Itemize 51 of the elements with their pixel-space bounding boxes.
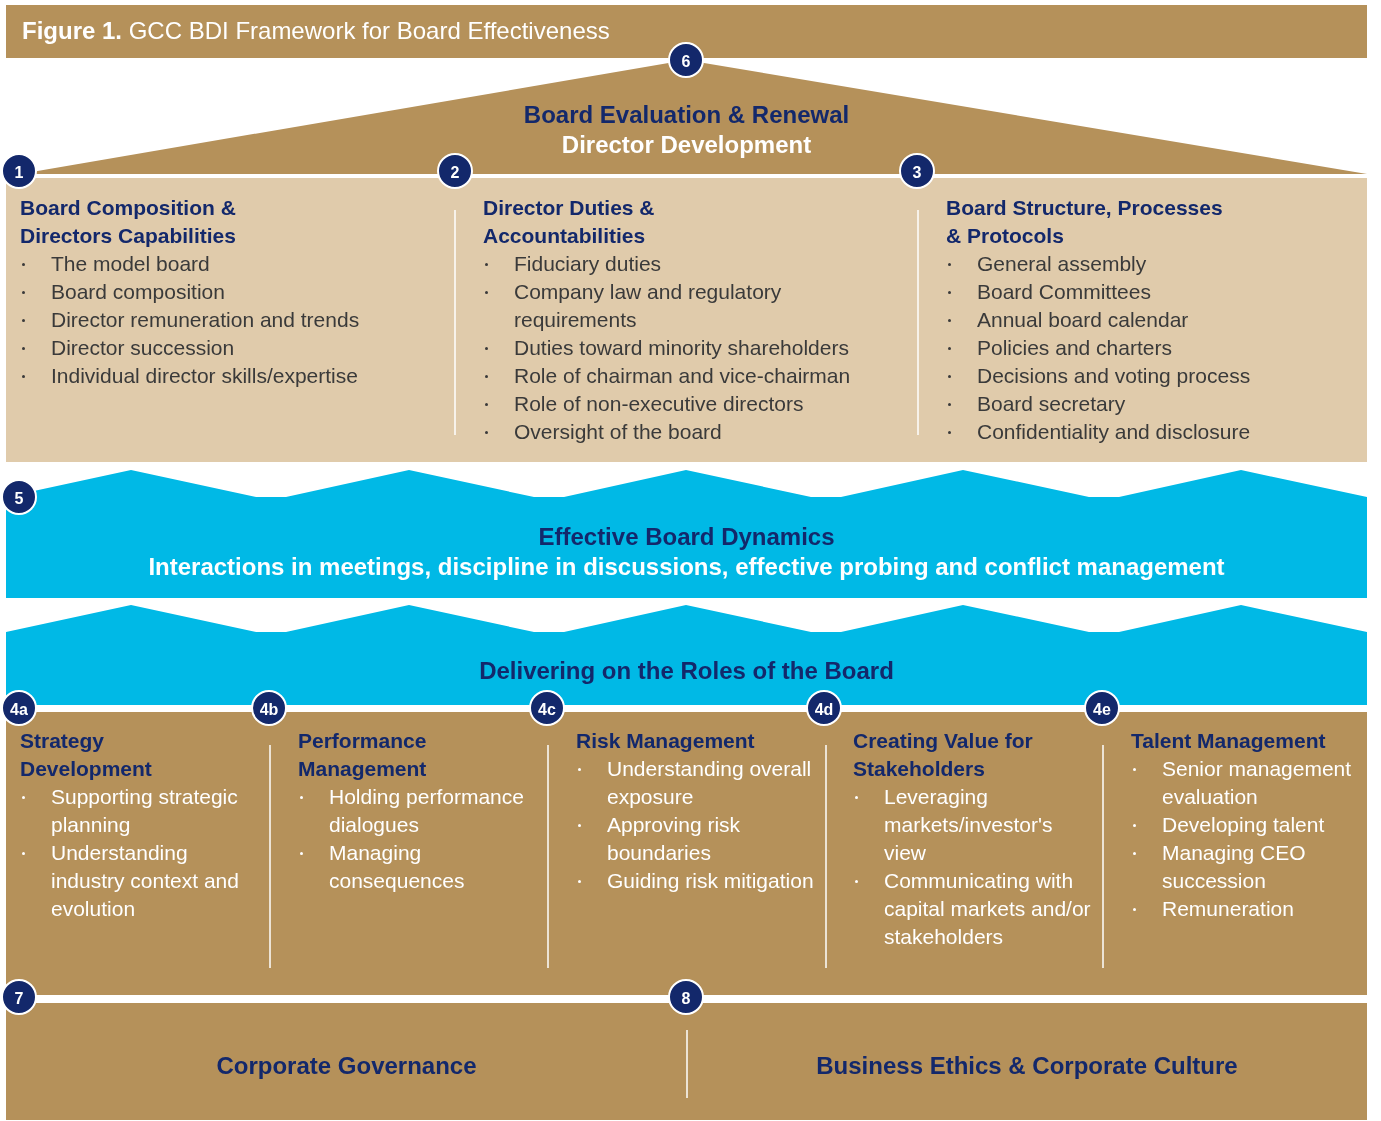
column-heading: Strategy Development	[20, 728, 153, 782]
column-heading: Creating Value for Stakeholders	[853, 728, 1034, 782]
column-heading: Board Composition & Directors Capabilities	[20, 195, 237, 249]
bullet-item: Guiding risk mitigation	[576, 867, 821, 895]
bullet-item: Board composition	[20, 278, 445, 306]
bullet-item: Board secretary	[946, 390, 1361, 418]
foundation-text: Business Ethics & Corporate Culture	[815, 1051, 1239, 1081]
bullet-item: Understanding overall exposure	[576, 755, 821, 811]
bullet-item: Individual director skills/expertise	[20, 362, 445, 390]
bullet-item: Holding performance dialogues	[298, 783, 543, 839]
roof-text: Director Development	[560, 130, 813, 160]
band-text: Interactions in meetings, discipline in discussions, effective probing and conflict management	[147, 552, 1226, 582]
bullet-item: General assembly	[946, 250, 1361, 278]
band-heading: Effective Board Dynamics	[537, 522, 836, 552]
bullet-item: The model board	[20, 250, 445, 278]
foundation-text: Corporate Governance	[215, 1051, 478, 1081]
column-heading: Director Duties & Accountabilities	[483, 195, 656, 249]
bullet-item: Senior management evaluation	[1131, 755, 1363, 811]
bullet-item: Annual board calendar	[946, 306, 1361, 334]
bullet-item: Leveraging markets/investor's view	[853, 783, 1098, 867]
bullet-item: Confidentiality and disclosure	[946, 418, 1361, 446]
column-heading: Talent Management	[1131, 728, 1327, 754]
bullet-item: Role of chairman and vice-chairman	[483, 362, 908, 390]
bullet-item: Understanding industry context and evolution	[20, 839, 265, 923]
bullet-item: Remuneration	[1131, 895, 1363, 923]
bullet-item: Managing CEO succession	[1131, 839, 1363, 895]
bullet-item: Developing talent	[1131, 811, 1363, 839]
bullet-item: Supporting strategic planning	[20, 783, 265, 839]
roof-text: Board Evaluation & Renewal	[522, 100, 851, 130]
figure-title: Figure 1. GCC BDI Framework for Board Effectiveness	[22, 16, 610, 46]
bullet-item: Oversight of the board	[483, 418, 908, 446]
number-badge: 7	[1, 979, 37, 1015]
bullet-item: Fiduciary duties	[483, 250, 908, 278]
bullet-item: Director remuneration and trends	[20, 306, 445, 334]
band-heading: Delivering on the Roles of the Board	[478, 656, 895, 686]
bullet-item: Board Committees	[946, 278, 1361, 306]
bullet-item: Managing consequences	[298, 839, 543, 895]
number-badge: 4a	[1, 690, 37, 726]
number-badge: 1	[1, 153, 37, 189]
number-badge: 5	[1, 479, 37, 515]
bullet-item: Approving risk boundaries	[576, 811, 821, 867]
column-heading: Risk Management	[576, 728, 756, 754]
bullet-item: Decisions and voting process	[946, 362, 1361, 390]
bullet-item: Communicating with capital markets and/or stakeholders	[853, 867, 1098, 951]
column-heading: Board Structure, Processes & Protocols	[946, 195, 1224, 249]
bullet-item: Role of non-executive directors	[483, 390, 908, 418]
bullet-item: Director succession	[20, 334, 445, 362]
bullet-item: Policies and charters	[946, 334, 1361, 362]
bullet-item: Duties toward minority shareholders	[483, 334, 908, 362]
bullet-item: Company law and regulatory requirements	[483, 278, 908, 334]
column-heading: Performance Management	[298, 728, 428, 782]
